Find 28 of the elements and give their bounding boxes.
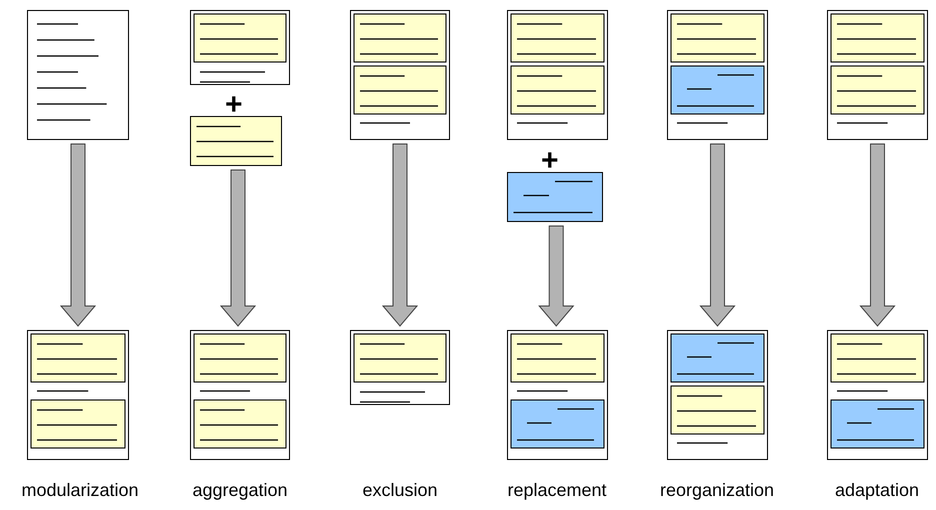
caption: modularization (20, 480, 140, 501)
caption: reorganization (658, 480, 776, 501)
arrow (60, 144, 96, 327)
plus-sign: + (541, 146, 559, 176)
plus-sign: + (225, 90, 243, 120)
document-drawing (507, 10, 608, 140)
arrow (699, 144, 736, 327)
caption: exclusion (361, 480, 439, 501)
document-drawing (27, 330, 129, 460)
arrow (382, 144, 418, 327)
document-drawing (190, 10, 290, 85)
document-drawing (507, 330, 608, 460)
caption: replacement (506, 480, 608, 501)
arrow (538, 226, 574, 327)
document-drawing (667, 10, 768, 140)
module-card (507, 172, 603, 222)
caption: aggregation (191, 480, 289, 501)
document-drawing (827, 330, 928, 460)
document-drawing (667, 330, 768, 460)
document-drawing (190, 330, 290, 460)
document-drawing (827, 10, 928, 140)
arrow (220, 170, 256, 327)
document-drawing (27, 10, 129, 140)
document-drawing (350, 330, 450, 405)
caption: adaptation (834, 480, 920, 501)
module-card (190, 116, 282, 166)
arrow (859, 144, 896, 327)
document-drawing (350, 10, 450, 140)
